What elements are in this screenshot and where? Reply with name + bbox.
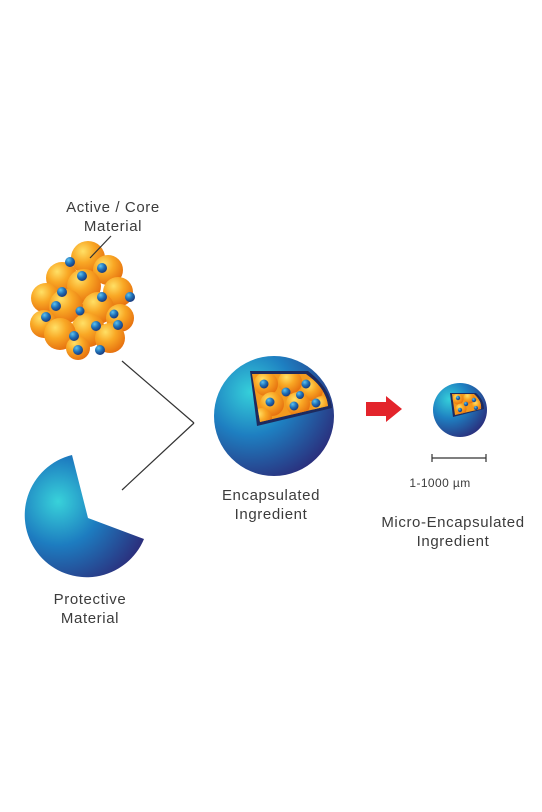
active-core-material-label: Active / Core Material — [38, 198, 188, 236]
micro-label-line1: Micro-Encapsulated — [381, 514, 525, 531]
red-right-arrow-icon — [366, 396, 402, 422]
active-core-label-line1: Active / Core — [66, 199, 160, 216]
encapsulated-label-line1: Encapsulated — [221, 487, 321, 504]
protective-label-line1: Protective — [53, 591, 127, 608]
combine-connector-lines — [121, 360, 195, 491]
micro-encapsulated-label: Micro-Encapsulated Ingredient — [358, 513, 542, 551]
protective-material-label: Protective Material — [20, 590, 160, 628]
scale-bar — [431, 454, 487, 462]
core-material-cluster-icon — [30, 241, 135, 360]
encapsulated-ingredient-label: Encapsulated Ingredient — [196, 486, 346, 524]
active-core-label-line2: Material — [83, 218, 143, 235]
core-label-pointer — [89, 235, 112, 259]
micro-label-line2: Ingredient — [416, 533, 490, 550]
micro-encapsulated-icon — [433, 383, 487, 437]
encapsulated-ingredient-icon — [214, 356, 334, 476]
protective-label-line2: Material — [60, 610, 120, 627]
protective-material-icon — [24, 455, 145, 578]
scale-label: 1-1000 µm — [409, 476, 471, 490]
encapsulated-label-line2: Ingredient — [234, 506, 308, 523]
